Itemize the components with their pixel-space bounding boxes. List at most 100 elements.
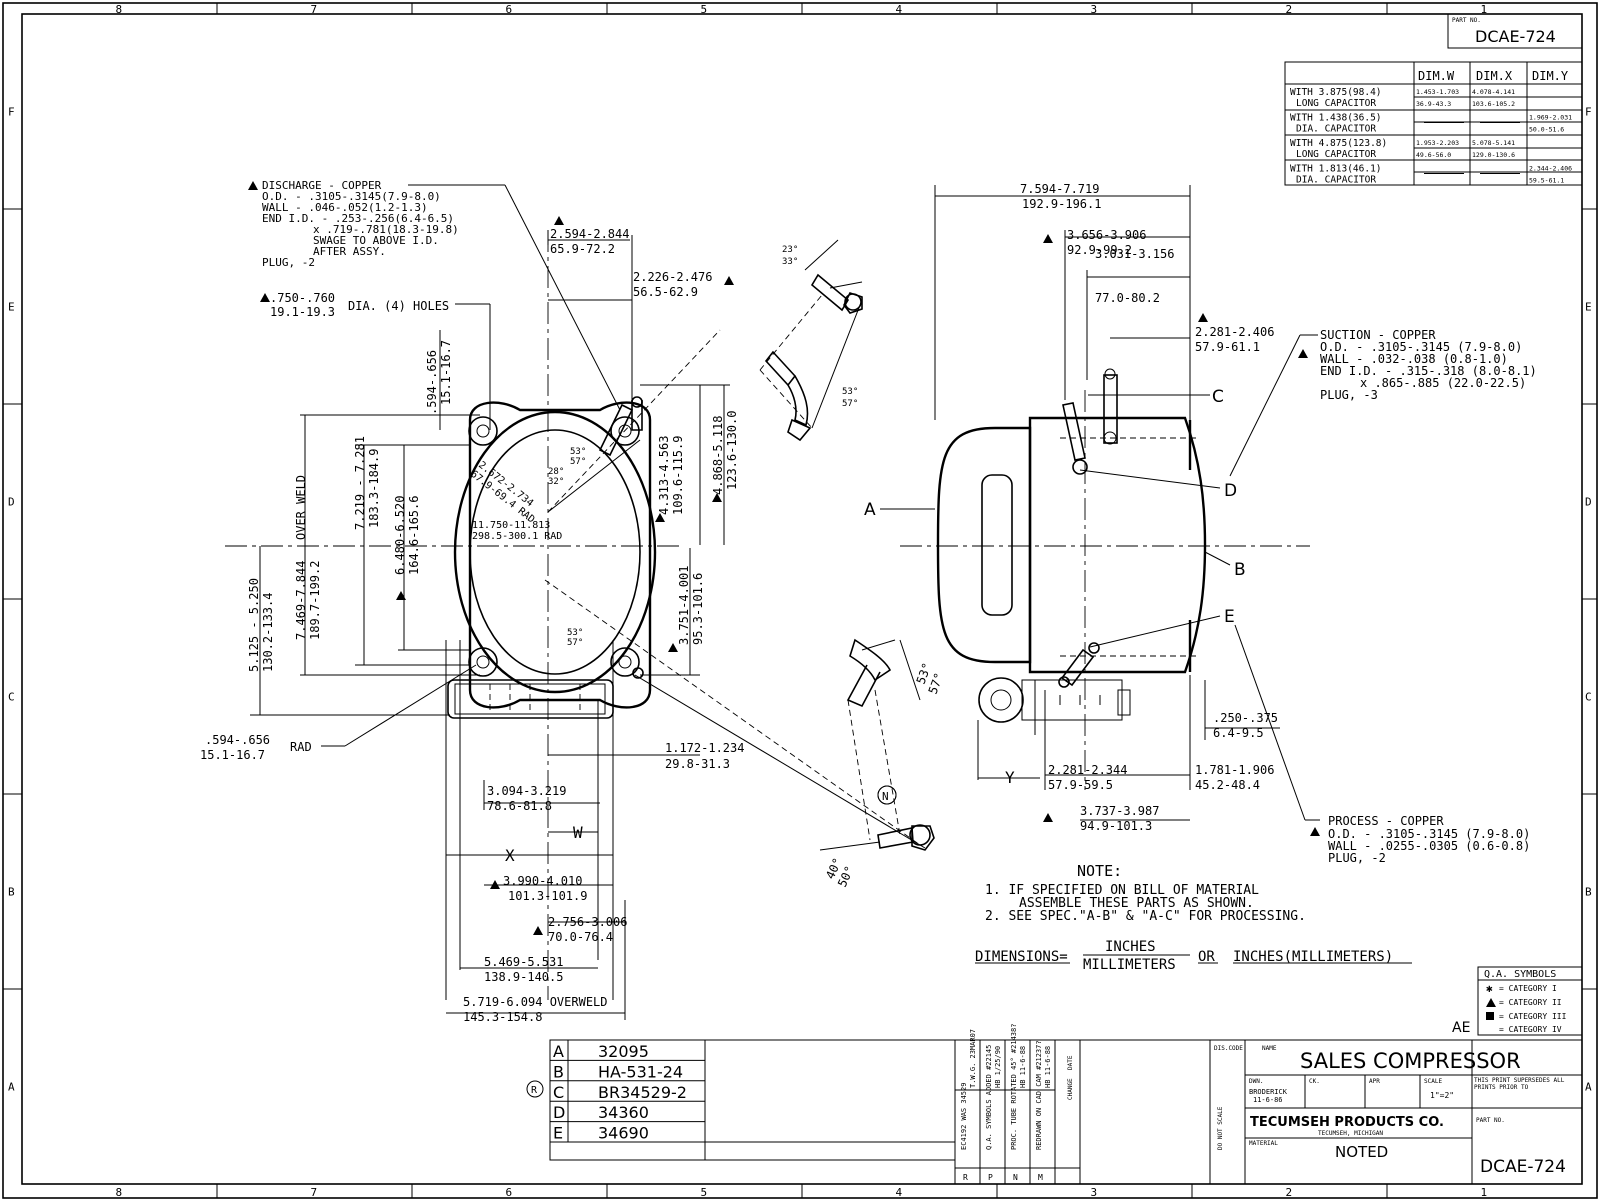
process-l3: WALL - .0255-.0305 (0.6-0.8) (1328, 839, 1530, 853)
dim-2985: 298.5-300.1 RAD (472, 531, 562, 542)
supersedes-note: THIS PRINT SUPERSEDES ALL PRINTS PRIOR T… (1474, 1077, 1565, 1091)
discharge-callout: DISCHARGE - COPPER O.D. - .3105-.3145(7.… (262, 179, 459, 269)
rev-by: HB 11-6-88 (1044, 1046, 1052, 1088)
dim-7281: 7.219 - 7.281 (353, 436, 367, 530)
zone-row-B: B (1585, 886, 1592, 899)
zone-col-2: 2 (1286, 1186, 1293, 1199)
zone-col-8: 8 (116, 3, 123, 16)
model-letter: B (553, 1062, 564, 1081)
dimension-lines (250, 184, 1320, 1020)
letter-b: B (1234, 560, 1246, 580)
note-1b: ASSEMBLE THESE PARTS AS SHOWN. (1019, 896, 1254, 911)
dim-1172: 1.172-1.234 (665, 741, 744, 755)
holes-l1: .750-.760 (270, 291, 335, 305)
dim-cell-x1: 4.078-4.141 (1472, 88, 1515, 96)
zone-col-3: 3 (1091, 3, 1098, 16)
model-letter: A (553, 1042, 564, 1061)
dwn-date: 11-6-86 (1253, 1096, 1283, 1104)
note-title: NOTE: (1077, 862, 1122, 880)
model-letter: E (553, 1124, 563, 1143)
qa-c1: = CATEGORY I (1499, 984, 1557, 993)
qa-star: ✱ (1486, 982, 1493, 995)
no-scale-note: DO NOT SCALE (1217, 1106, 1224, 1150)
dim-4868: 4.868-5.118 (711, 416, 725, 495)
material-label: MATERIAL (1249, 1140, 1278, 1147)
ck-label: CK. (1309, 1078, 1320, 1085)
zone-row-A: A (8, 1081, 15, 1094)
dim-row-line1: WITH 3.875(98.4) (1290, 87, 1382, 98)
dim-953: 95.3-101.6 (691, 573, 705, 645)
zone-col-8: 8 (116, 1186, 123, 1199)
dim-565: 56.5-62.9 (633, 285, 698, 299)
dim-4313: 4.313-4.563 (657, 436, 671, 515)
zone-col-1: 1 (1481, 1186, 1488, 1199)
dimension-legend: DIMENSIONS= INCHES MILLIMETERS OR INCHES… (975, 939, 1412, 973)
zone-row-B: B (8, 886, 15, 899)
dim-151a: 15.1-16.7 (439, 340, 453, 405)
r-circle (526, 1080, 544, 1098)
process-callout: PROCESS - COPPER O.D. - .3105-.3145 (7.9… (1328, 814, 1530, 865)
dim-579a: 57.9-61.1 (1195, 340, 1260, 354)
material-value: NOTED (1335, 1143, 1388, 1161)
rev-change: EC4192 WAS 34529 (960, 1083, 968, 1150)
zone-row-C: C (1585, 691, 1592, 704)
discharge-l2: O.D. - .3105-.3145(7.9-8.0) (262, 190, 441, 203)
angle-53d: 53° (914, 661, 935, 686)
angle-57d: 57° (926, 671, 947, 696)
model-letter: D (553, 1103, 565, 1122)
angle-53b: 53° (570, 447, 586, 457)
angle-57c: 57° (567, 638, 583, 648)
dim-3737: 3.737-3.987 (1080, 804, 1159, 818)
qa-triangle-icon (1486, 998, 1496, 1007)
zone-col-7: 7 (311, 3, 318, 16)
dim-5469: 5.469-5.531 (484, 955, 563, 969)
note-2: 2. SEE SPEC."A-B" & "A-C" FOR PROCESSING… (985, 909, 1306, 924)
qa-square-icon (1486, 1012, 1494, 1020)
r-letter: R (531, 1085, 538, 1096)
dim-2281b: 2.281-2.344 (1048, 763, 1127, 777)
dim-row-line1: WITH 1.813(46.1) (1290, 164, 1382, 175)
zone-col-5: 5 (701, 1186, 708, 1199)
zone-row-E: E (8, 301, 15, 314)
legend-left: DIMENSIONS= (975, 949, 1068, 965)
note-block: NOTE: 1. IF SPECIFIED ON BILL OF MATERIA… (985, 862, 1306, 924)
dim-6520: 6.480-6.520 (393, 496, 407, 575)
rev-by: HB 11-6-88 (1019, 1046, 1027, 1088)
discharge-l3: WALL - .046-.052(1.2-1.3) (262, 201, 428, 214)
dim-1013: 101.3-101.9 (508, 889, 587, 903)
qa-triangles (248, 181, 1320, 935)
dim-x-header: DIM.X (1476, 69, 1513, 83)
dim-y-header: DIM.Y (1532, 69, 1569, 83)
suction-l1: SUCTION - COPPER (1320, 328, 1436, 342)
dim-594a: .594-.656 (425, 350, 439, 415)
zone-col-1: 1 (1481, 3, 1488, 16)
scale-label: SCALE (1424, 1078, 1442, 1085)
dim-cell-w2: 36.9-43.3 (1416, 100, 1451, 108)
dim-1236: 123.6-130.0 (725, 411, 739, 490)
dim-w-label: W (573, 823, 583, 842)
dim-cell-x2: 129.0-130.6 (1472, 151, 1515, 159)
dim-3094: 3.094-3.219 (487, 784, 566, 798)
dim-7594: 7.594-7.719 (1020, 182, 1099, 196)
process-l1: PROCESS - COPPER (1328, 814, 1444, 828)
dwn-name: BRODERICK (1249, 1088, 1288, 1096)
tube-detail-lower (819, 638, 935, 851)
rev-by: T.W.G. 23MAR07 (969, 1029, 977, 1088)
part-no-label: PART NO. (1452, 17, 1481, 24)
zone-col-4: 4 (896, 3, 903, 16)
zone-col-6: 6 (506, 3, 513, 16)
angle-32: 32° (548, 477, 564, 487)
angle-57a: 57° (842, 399, 858, 409)
dim-594b: .594-.656 (205, 733, 270, 747)
zone-col-7: 7 (311, 1186, 318, 1199)
model-letter: C (553, 1083, 564, 1102)
dim-2756: 2.756-3.006 (548, 915, 627, 929)
suction-l6: PLUG, -3 (1320, 388, 1378, 402)
dim-cell-y1: 2.344-2.406 (1529, 165, 1572, 173)
model-number: 34360 (598, 1103, 649, 1122)
dim-x-label: X (505, 846, 515, 865)
